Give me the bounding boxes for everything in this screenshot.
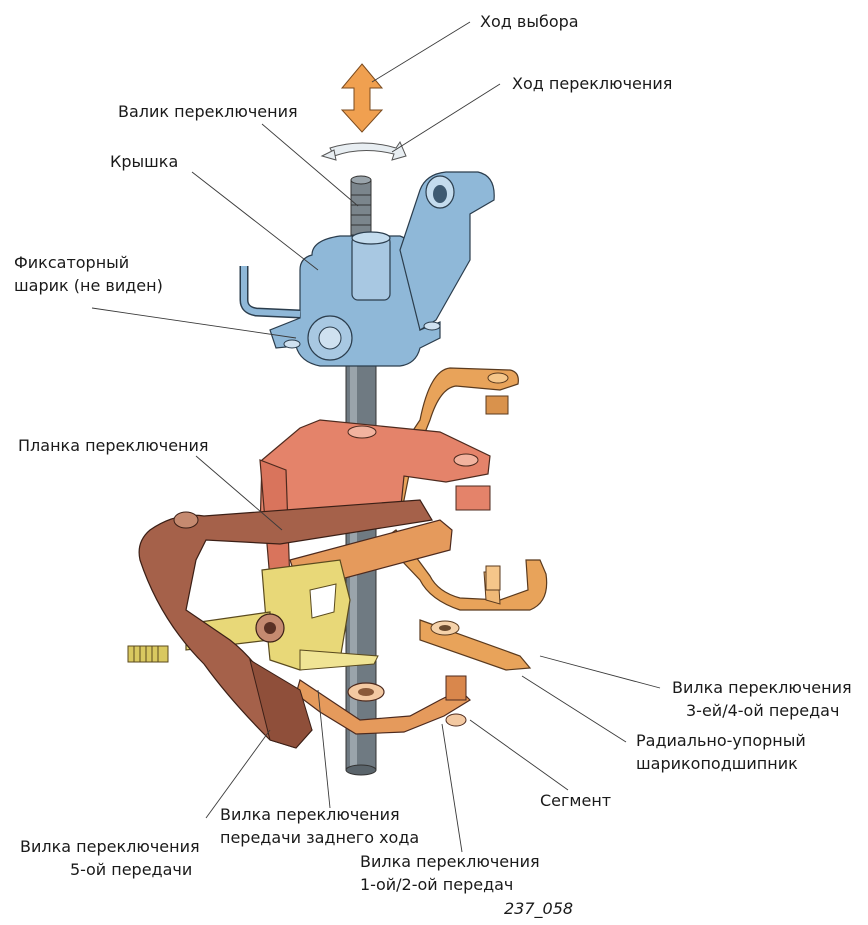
labels: Ход выбора Ход переключения Валик перекл… xyxy=(14,12,852,919)
shift-travel-arrow xyxy=(320,140,407,161)
label-fork-reverse-line2: передачи заднего хода xyxy=(220,828,419,847)
label-detent-ball-line1: Фиксаторный xyxy=(14,253,129,272)
bearing-ring xyxy=(430,620,460,636)
cover xyxy=(239,171,495,367)
label-fork-1-2-line2: 1-ой/2-ой передач xyxy=(360,875,513,894)
label-cover: Крышка xyxy=(110,152,178,171)
label-fork-3-4-line1: Вилка переключения xyxy=(672,678,852,697)
label-fork-5-line2: 5-ой передачи xyxy=(70,860,192,879)
figure-code: 237_058 xyxy=(504,899,573,919)
label-detent-ball-line2: шарик (не виден) xyxy=(14,276,163,295)
label-fork-1-2-line1: Вилка переключения xyxy=(360,852,540,871)
label-bearing-line2: шарикоподшипник xyxy=(636,754,798,773)
label-shift-travel: Ход переключения xyxy=(512,74,672,93)
label-fork-5-line1: Вилка переключения xyxy=(20,837,200,856)
label-shift-plate: Планка переключения xyxy=(18,436,209,455)
label-bearing-line1: Радиально-упорный xyxy=(636,731,806,750)
fork-reverse xyxy=(127,559,379,671)
label-shift-shaft: Валик переключения xyxy=(118,102,298,121)
leader-lines xyxy=(91,21,661,853)
fork-5 xyxy=(138,499,433,749)
label-segment: Сегмент xyxy=(540,791,611,810)
label-selection-travel: Ход выбора xyxy=(480,12,579,31)
shift-plate xyxy=(259,419,491,585)
label-fork-reverse-line1: Вилка переключения xyxy=(220,805,400,824)
selection-travel-arrow xyxy=(340,63,384,133)
label-fork-3-4-line2: 3-ей/4-ой передач xyxy=(686,701,839,720)
